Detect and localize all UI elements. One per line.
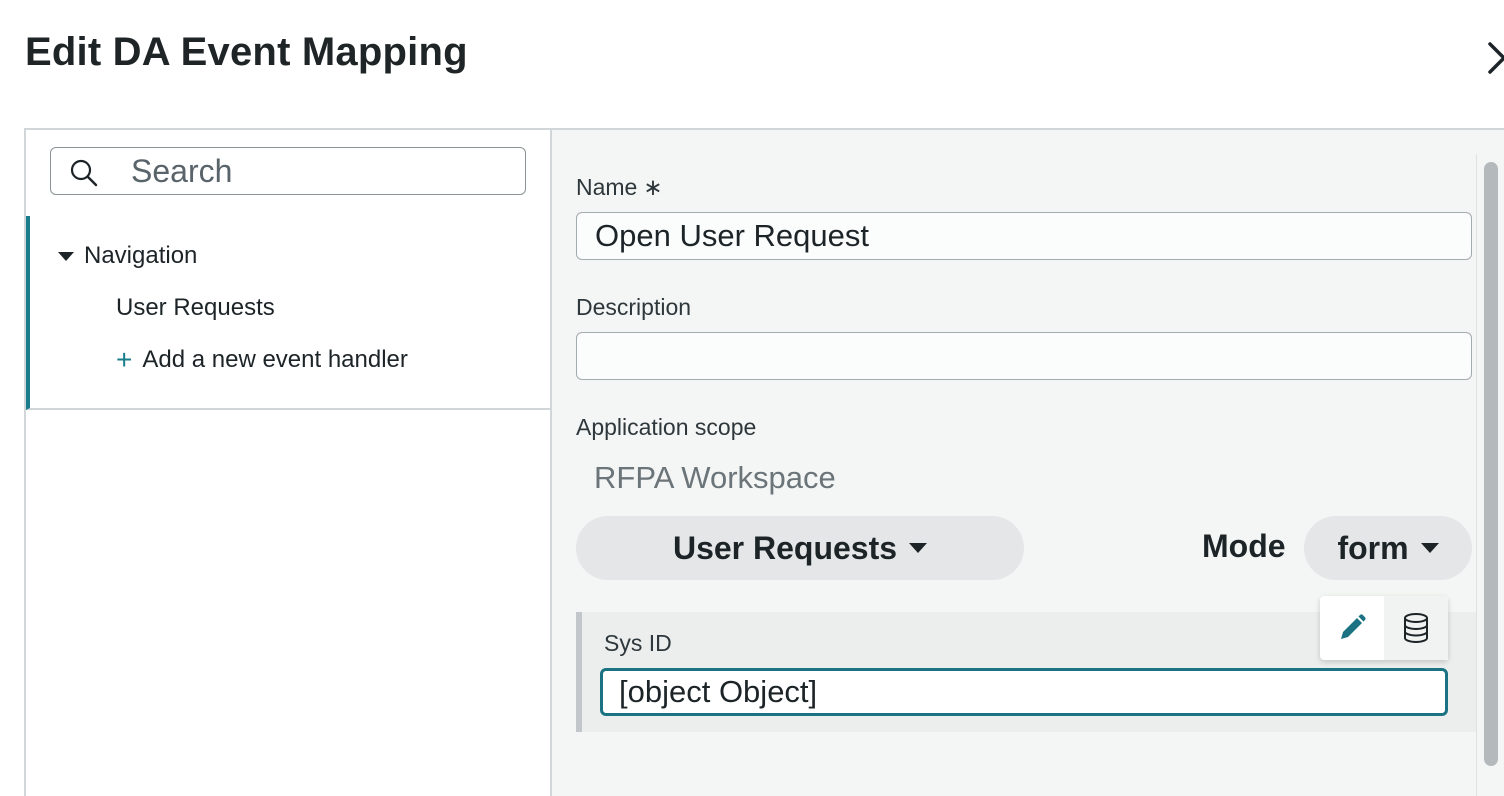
table-select-label: User Requests bbox=[672, 529, 898, 566]
name-label-text: Name bbox=[576, 174, 638, 200]
database-icon bbox=[1404, 613, 1428, 644]
nav-group-navigation[interactable]: Navigation bbox=[58, 242, 197, 270]
sysid-field-block: Sys ID bbox=[576, 612, 1476, 732]
close-button[interactable] bbox=[1484, 36, 1504, 80]
application-scope-value: RFPA Workspace bbox=[594, 460, 836, 495]
name-input[interactable] bbox=[576, 212, 1472, 260]
name-label: Name∗ bbox=[576, 174, 663, 201]
sysid-input[interactable] bbox=[600, 668, 1448, 716]
caret-down-icon bbox=[58, 251, 74, 261]
mode-label: Mode bbox=[1202, 528, 1286, 564]
table-select[interactable]: User Requests bbox=[576, 516, 1024, 580]
add-event-handler-button[interactable]: + Add a new event handler bbox=[116, 346, 408, 374]
search-input[interactable] bbox=[131, 154, 511, 188]
form-pane: Name∗ Description Application scope RFPA… bbox=[552, 130, 1504, 796]
scrollbar[interactable] bbox=[1476, 154, 1504, 796]
mode-select-value: form bbox=[1337, 529, 1409, 566]
pencil-icon bbox=[1341, 614, 1366, 639]
page-title: Edit DA Event Mapping bbox=[25, 30, 468, 74]
edit-button[interactable] bbox=[1320, 596, 1384, 660]
search-box[interactable] bbox=[50, 147, 526, 195]
caret-down-icon bbox=[909, 543, 928, 553]
sysid-label: Sys ID bbox=[604, 630, 672, 656]
description-label: Description bbox=[576, 294, 692, 320]
mode-select[interactable]: form bbox=[1304, 516, 1472, 580]
dialog-body: Navigation User Requests + Add a new eve… bbox=[24, 128, 1504, 796]
application-scope-label: Application scope bbox=[576, 414, 757, 440]
data-source-button[interactable] bbox=[1384, 596, 1448, 660]
chevron-right-icon bbox=[1488, 42, 1504, 74]
navigation-tree: Navigation User Requests + Add a new eve… bbox=[26, 216, 552, 410]
nav-item-user-requests[interactable]: User Requests bbox=[116, 294, 275, 321]
description-input[interactable] bbox=[576, 332, 1472, 380]
search-icon bbox=[70, 159, 98, 187]
field-toolbar bbox=[1320, 596, 1448, 660]
plus-icon: + bbox=[116, 344, 133, 375]
caret-down-icon bbox=[1420, 543, 1439, 553]
scrollbar-thumb[interactable] bbox=[1484, 162, 1498, 766]
navigator-pane: Navigation User Requests + Add a new eve… bbox=[26, 130, 552, 796]
nav-group-label: Navigation bbox=[84, 242, 198, 269]
add-event-handler-label: Add a new event handler bbox=[142, 346, 408, 373]
required-marker: ∗ bbox=[643, 174, 663, 200]
